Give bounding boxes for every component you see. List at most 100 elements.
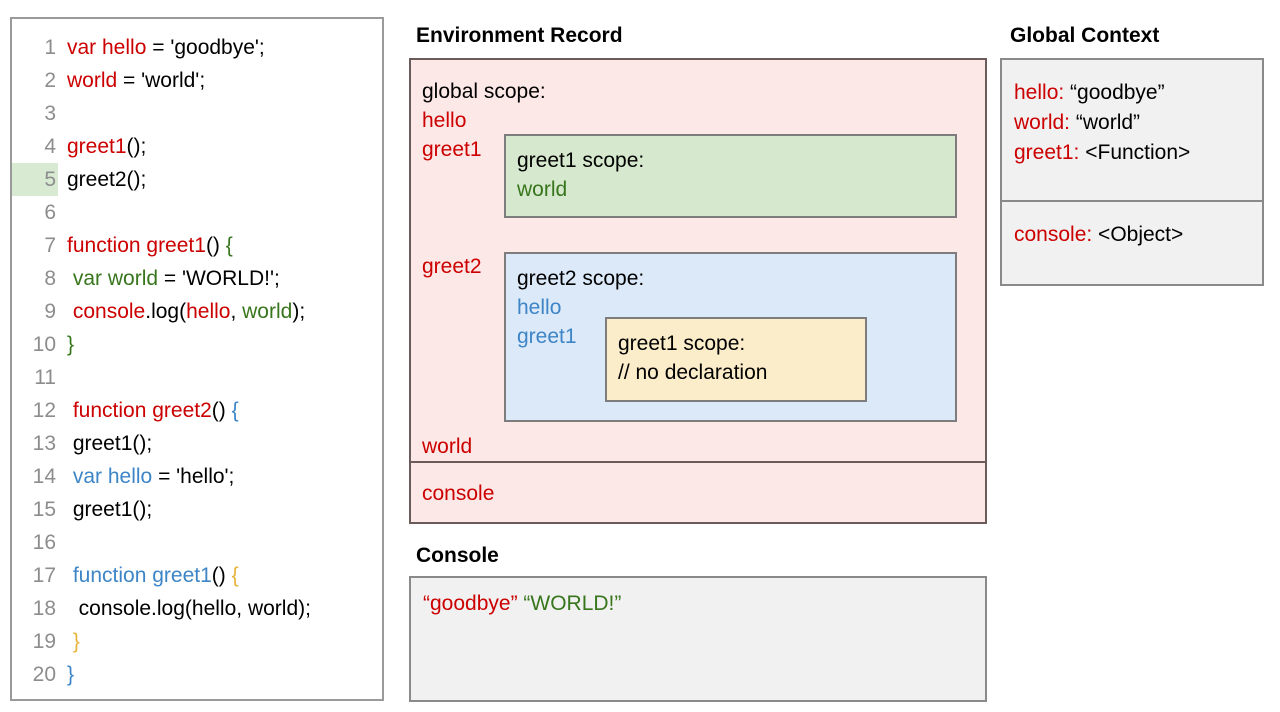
global-context-variable-row: hello: “goodbye”	[1014, 78, 1262, 108]
code-line[interactable]: 19 }	[12, 625, 382, 658]
code-token: }	[72, 630, 80, 653]
global-context-value: <Function>	[1079, 141, 1191, 164]
code-token: function greet2	[72, 399, 212, 422]
code-line-number: 14	[32, 465, 56, 488]
code-line[interactable]: 6	[12, 196, 382, 229]
greet1-scope-box: greet1 scope: world	[504, 134, 957, 218]
environment-record-panel: global scope: hello greet1 greet2 world …	[409, 58, 987, 524]
code-line[interactable]: 13 greet1();	[12, 427, 382, 460]
environment-record-global-scope: global scope: hello greet1 greet2 world …	[411, 60, 985, 463]
env-binding-world: world	[422, 435, 473, 458]
console-entry: “WORLD!”	[517, 592, 622, 615]
code-line[interactable]: 10}	[12, 328, 382, 361]
code-line[interactable]: 21	[12, 691, 382, 699]
code-line[interactable]: 1 var hello = 'goodbye';	[12, 31, 382, 64]
code-line-text: var hello = 'hello';	[58, 460, 235, 493]
code-token: = 'WORLD!';	[158, 267, 280, 290]
code-line-text: greet1();	[58, 493, 152, 526]
console-output-line: “goodbye” “WORLD!”	[411, 578, 985, 617]
code-line[interactable]: 11	[12, 361, 382, 394]
global-context-variables: hello: “goodbye”world: “world”greet1: <F…	[1002, 60, 1262, 202]
code-token: console.log(hello, world);	[67, 597, 311, 620]
code-token: = 'hello';	[152, 465, 235, 488]
code-line[interactable]: 15 greet1();	[12, 493, 382, 526]
code-line-number: 12	[32, 399, 56, 422]
code-token: var hello	[67, 36, 147, 59]
code-token: }	[67, 333, 75, 356]
console-panel[interactable]: “goodbye” “WORLD!”	[409, 576, 987, 702]
code-line-number: 11	[34, 366, 56, 389]
code-line-text: greet1();	[58, 427, 152, 460]
code-line-number: 9	[44, 300, 56, 323]
code-token: {	[225, 234, 233, 257]
code-line[interactable]: 17 function greet1() {	[12, 559, 382, 592]
code-line-number: 2	[44, 69, 56, 92]
code-line-text: function greet1() {	[58, 559, 239, 592]
greet2-scope-label: greet2 scope:	[517, 267, 645, 290]
code-token: greet1();	[67, 432, 153, 455]
code-line-number: 8	[44, 267, 56, 290]
code-line-number: 21	[12, 691, 58, 699]
code-token: greet1	[67, 135, 127, 158]
greet1-inner-scope-label: greet1 scope:	[618, 332, 746, 355]
global-context-object-row: console: <Object>	[1014, 220, 1262, 250]
code-token: = 'world';	[117, 69, 206, 92]
code-line-text: }	[58, 658, 74, 691]
global-context-title: Global Context	[1010, 24, 1160, 47]
console-title: Console	[416, 544, 499, 567]
code-line-text: console.log(hello, world);	[58, 592, 311, 625]
code-line-number: 15	[32, 498, 56, 521]
environment-record-console-row: console	[411, 463, 985, 522]
code-line-number: 17	[32, 564, 56, 587]
global-context-key: console:	[1014, 223, 1093, 246]
code-line[interactable]: 12 function greet2() {	[12, 394, 382, 427]
code-token: world	[242, 300, 293, 323]
code-line[interactable]: 8 var world = 'WORLD!';	[12, 262, 382, 295]
greet1-inner-scope-note: // no declaration	[618, 361, 768, 384]
code-line[interactable]: 9 console.log(hello, world);	[12, 295, 382, 328]
code-token: {	[231, 399, 239, 422]
code-line[interactable]: 20}	[12, 658, 382, 691]
code-line[interactable]: 18 console.log(hello, world);	[12, 592, 382, 625]
greet2-scope-binding-greet1: greet1	[517, 325, 577, 348]
code-token: = 'goodbye';	[146, 36, 265, 59]
environment-record-title: Environment Record	[416, 24, 623, 47]
code-token: greet1();	[67, 498, 153, 521]
code-line-text: console.log(hello, world);	[58, 295, 305, 328]
code-token: ()	[211, 564, 232, 587]
global-context-variable-row: world: “world”	[1014, 108, 1262, 138]
code-token: );	[292, 300, 306, 323]
global-context-objects: console: <Object>	[1002, 202, 1262, 250]
code-token: .log(	[145, 300, 187, 323]
code-line[interactable]: 14 var hello = 'hello';	[12, 460, 382, 493]
global-context-key: greet1:	[1014, 141, 1080, 164]
code-line-text: var world = 'WORLD!';	[58, 262, 280, 295]
code-line[interactable]: 3	[12, 97, 382, 130]
code-token: function greet1	[72, 564, 212, 587]
code-token: function greet1	[67, 234, 206, 257]
code-line-number: 10	[32, 333, 56, 356]
code-line-text: greet1();	[58, 130, 146, 163]
code-line-text: greet2();	[58, 163, 146, 196]
code-token: }	[67, 663, 75, 686]
code-line-text: function greet1() {	[58, 229, 233, 262]
env-binding-greet2: greet2	[422, 255, 482, 278]
code-line-number: 1	[44, 36, 56, 59]
code-line-number: 18	[32, 597, 56, 620]
code-token: var world	[72, 267, 159, 290]
env-binding-console: console	[422, 482, 495, 505]
code-token: ()	[211, 399, 232, 422]
greet1-inner-scope-box: greet1 scope: // no declaration	[605, 317, 867, 402]
code-line-number: 5	[12, 163, 58, 196]
global-context-value: “goodbye”	[1064, 81, 1165, 104]
global-context-key: hello:	[1014, 81, 1065, 104]
code-line[interactable]: 16	[12, 526, 382, 559]
code-line-number: 20	[32, 663, 56, 686]
code-token: hello	[186, 300, 231, 323]
